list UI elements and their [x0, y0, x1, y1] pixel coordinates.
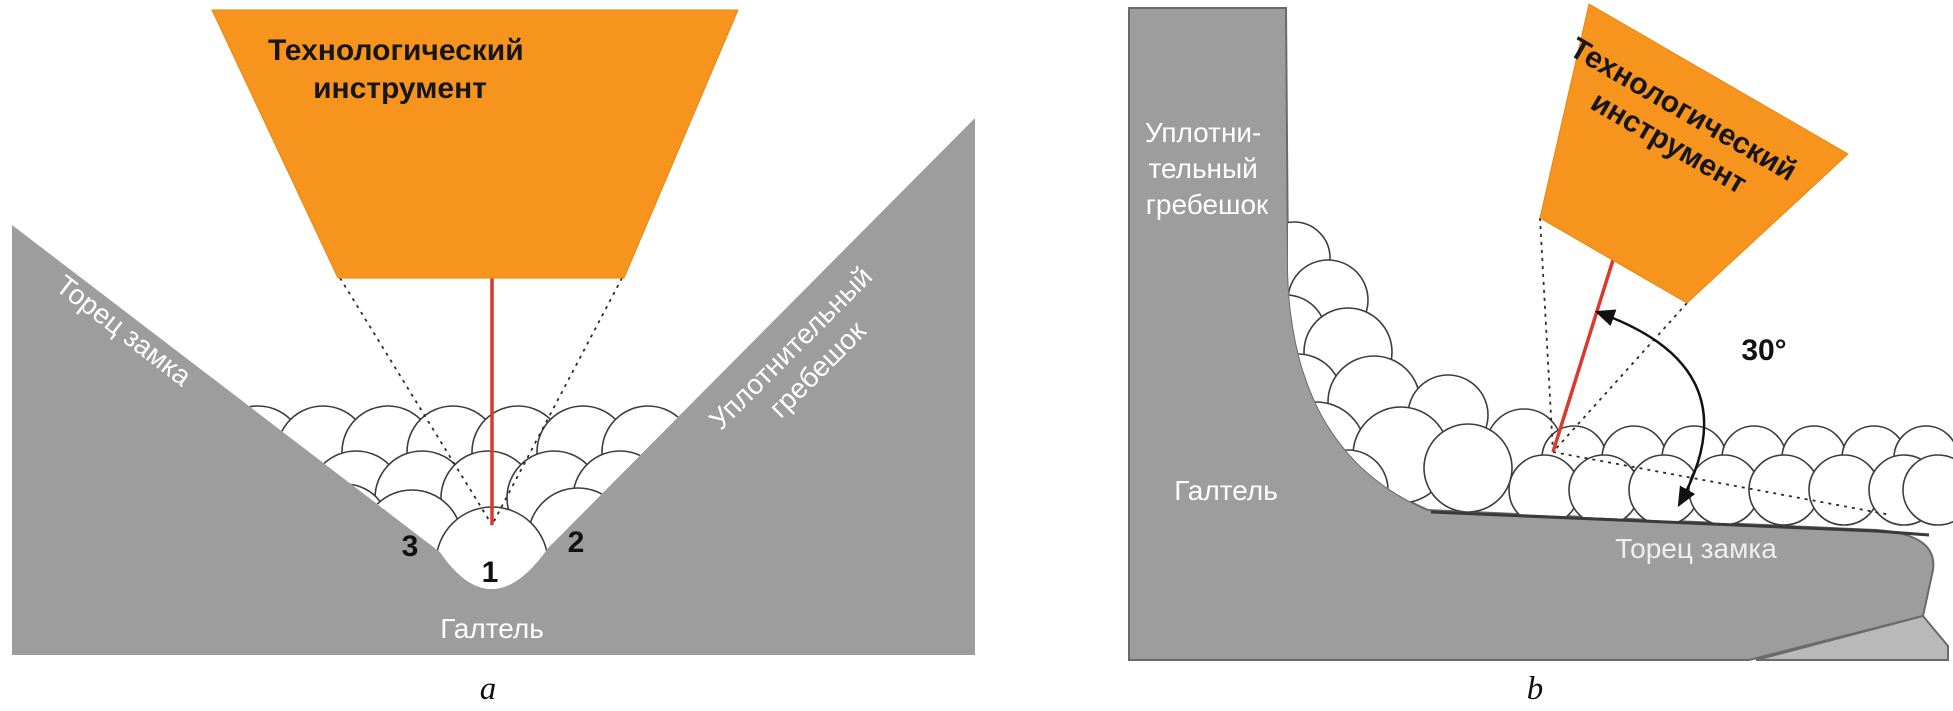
metal-corner-body [1128, 7, 1935, 661]
panel-a: Технологический инструмент Торец замка У… [12, 9, 975, 707]
dotted-cone-left [339, 277, 493, 526]
chamfer-piece [1755, 614, 1949, 661]
tool-shape [211, 9, 739, 279]
angle-arc [1594, 309, 1706, 508]
panel-b-caption: b [1527, 671, 1544, 707]
floor-surface-line [1430, 510, 1930, 537]
bead-number-3: 3 [402, 530, 419, 563]
wall-label: Уплотни- тельный гребешок [1145, 117, 1269, 220]
fillet-label: Галтель [440, 613, 544, 644]
fillet-label: Галтель [1174, 475, 1278, 506]
metal-groove-body [12, 118, 975, 655]
angle-label: 30° [1741, 334, 1786, 367]
floor-label: Торец замка [1615, 533, 1777, 564]
bead-number-1: 1 [482, 556, 499, 589]
panel-b: 30° Технологический инструмент Уплотни- … [1128, 3, 1953, 707]
panel-a-caption: a [480, 671, 497, 707]
weld-bead [1423, 423, 1513, 513]
tool-shape [1539, 3, 1849, 304]
beam-line [1551, 259, 1615, 453]
dotted-cone-right [491, 277, 623, 526]
weld-bead [1902, 454, 1953, 526]
tool-label: Технологический инструмент [268, 34, 532, 105]
bead-number-2: 2 [568, 526, 585, 559]
